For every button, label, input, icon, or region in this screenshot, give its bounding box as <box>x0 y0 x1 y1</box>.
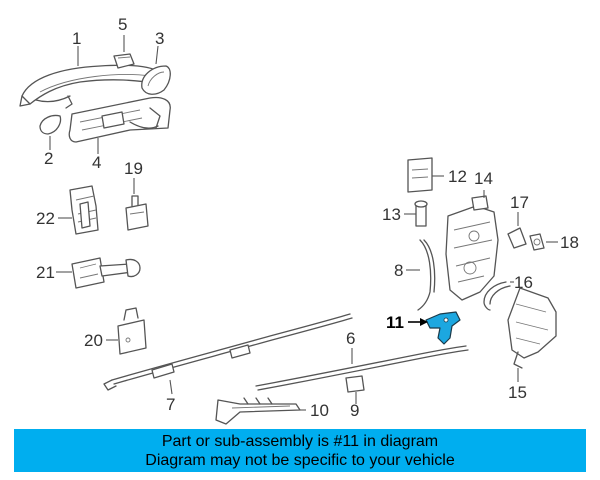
part-6-rod <box>255 345 469 391</box>
callout-13: 13 <box>382 205 401 224</box>
part-18-grommet <box>529 233 545 251</box>
callout-2: 2 <box>44 149 53 168</box>
banner-line-1: Part or sub-assembly is #11 in diagram <box>161 432 439 450</box>
callout-15: 15 <box>508 383 527 402</box>
callout-21: 21 <box>36 263 55 282</box>
part-7-cable <box>103 313 353 391</box>
part-14-lock-assembly <box>445 195 499 301</box>
callout-12: 12 <box>448 167 467 186</box>
callout-1: 1 <box>72 29 81 48</box>
part-3-handle-cap <box>141 65 171 95</box>
callout-14: 14 <box>474 169 493 188</box>
part-13-bushing <box>414 200 428 227</box>
part-15-latch <box>507 287 557 369</box>
part-22-seal <box>69 185 99 235</box>
callout-20: 20 <box>84 331 103 350</box>
part-10-rod <box>215 397 301 425</box>
callout-18: 18 <box>560 233 579 252</box>
callout-3: 3 <box>155 29 164 48</box>
info-banner: Part or sub-assembly is #11 in diagram D… <box>14 429 586 472</box>
part-8-link <box>417 239 436 311</box>
part-17-clip <box>507 227 527 249</box>
part-21-door-check <box>71 257 141 289</box>
callout-4: 4 <box>92 153 101 172</box>
banner-line-2: Diagram may not be specific to your vehi… <box>145 451 455 469</box>
callout-8: 8 <box>394 261 403 280</box>
callout-6: 6 <box>346 329 355 348</box>
part-9-clip <box>345 375 365 393</box>
part-2-cover <box>39 114 62 135</box>
callout-17: 17 <box>510 193 529 212</box>
part-16-seal <box>483 281 511 311</box>
part-20-striker <box>117 307 147 355</box>
part-12-switch <box>407 157 433 193</box>
callout-5: 5 <box>118 15 127 34</box>
part-11-highlighted-bracket <box>425 311 461 345</box>
part-19-bracket <box>125 195 149 231</box>
part-5-clip <box>113 53 135 69</box>
part-4-handle-carrier <box>68 96 171 143</box>
callout-16: 16 <box>514 273 533 292</box>
callout-7: 7 <box>166 395 175 414</box>
callout-22: 22 <box>36 209 55 228</box>
callout-19: 19 <box>124 159 143 178</box>
callout-10: 10 <box>310 401 329 420</box>
callout-9: 9 <box>350 401 359 420</box>
callout-11: 11 <box>386 313 404 332</box>
